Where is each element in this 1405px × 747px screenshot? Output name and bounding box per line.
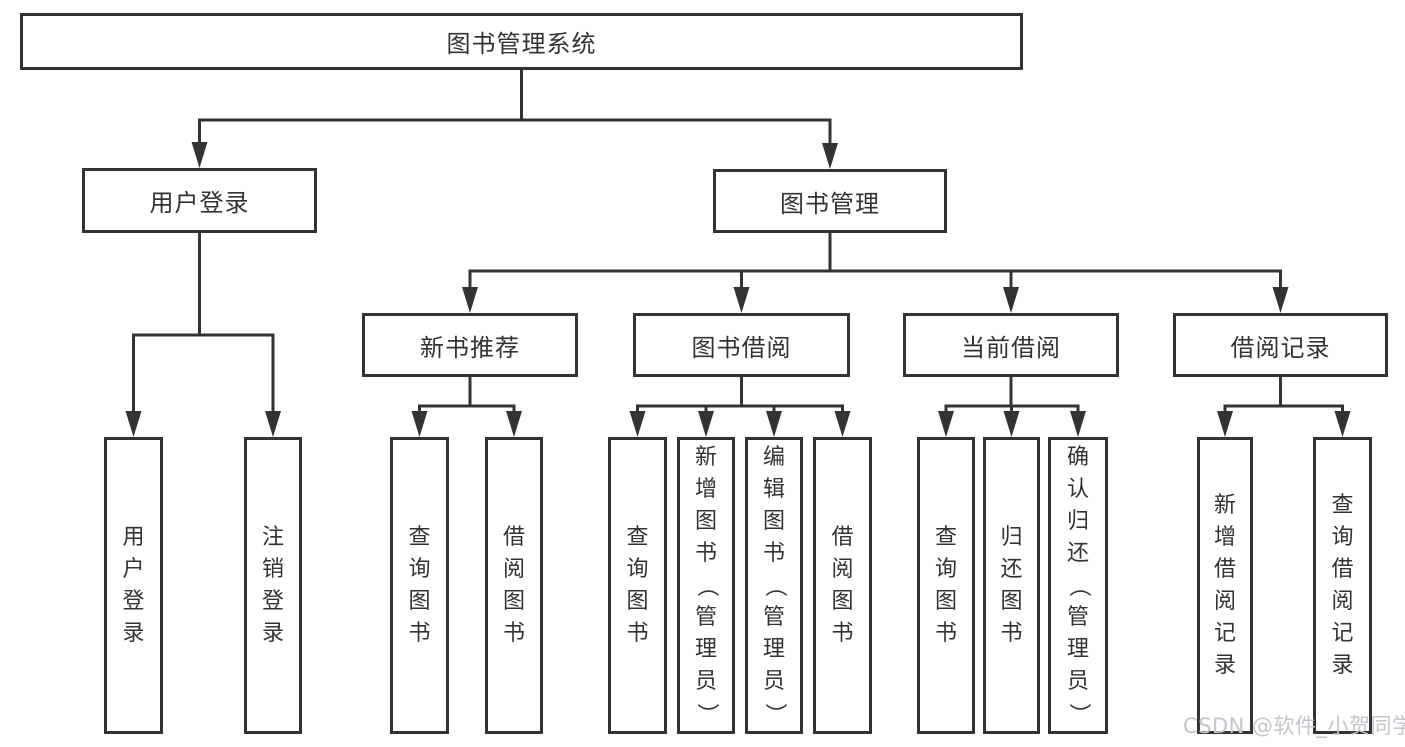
node-label: 查询图书 — [626, 524, 649, 646]
node-confirm-return-admin: 确认归还（管理员） — [1048, 437, 1108, 734]
node-logout-leaf: 注销登录 — [244, 437, 302, 734]
node-borrow-books-2: 借阅图书 — [813, 437, 872, 734]
arrowhead-icon — [125, 411, 142, 437]
node-add-books-admin: 新增图书（管理员） — [677, 437, 735, 734]
arrowhead-icon — [733, 287, 750, 313]
node-user-login-leaf: 用户登录 — [104, 437, 163, 734]
arrowhead-icon — [766, 411, 782, 437]
node-query-books-3: 查询图书 — [917, 437, 975, 734]
node-current-borrowing: 当前借阅 — [903, 313, 1119, 377]
watermark: CSDN @软件_小贺同学 — [1183, 714, 1405, 738]
arrowhead-icon — [1003, 411, 1020, 437]
node-borrow-books-1: 借阅图书 — [485, 437, 543, 734]
node-label: 新增借阅记录 — [1213, 492, 1236, 678]
node-query-books-1: 查询图书 — [390, 437, 449, 734]
node-query-borrow-record: 查询借阅记录 — [1313, 437, 1372, 734]
arrowhead-icon — [698, 411, 714, 437]
arrowhead-icon — [506, 411, 522, 437]
node-library-management-system: 图书管理系统 — [20, 13, 1023, 70]
node-label: 新书推荐 — [420, 333, 520, 362]
arrowhead-icon — [1272, 287, 1289, 313]
arrowhead-icon — [191, 142, 208, 168]
arrowhead-icon — [1070, 411, 1086, 437]
node-borrowing-records: 借阅记录 — [1173, 313, 1388, 377]
arrowhead-icon — [1334, 411, 1351, 437]
node-label: 编辑图书（管理员） — [761, 444, 787, 725]
node-label: 用户登录 — [122, 524, 145, 646]
node-label: 确认归还（管理员） — [1065, 444, 1091, 725]
arrowhead-icon — [938, 411, 954, 437]
arrowhead-icon — [462, 287, 478, 313]
node-label: 图书管理系统 — [446, 30, 597, 58]
arrowhead-icon — [1003, 287, 1019, 313]
node-label: 图书借阅 — [691, 333, 792, 362]
node-label: 借阅图书 — [831, 524, 854, 646]
node-label: 当前借阅 — [961, 333, 1061, 362]
node-label: 查询图书 — [408, 524, 431, 646]
node-book-management: 图书管理 — [713, 169, 947, 233]
arrowhead-icon — [265, 411, 281, 437]
arrowhead-icon — [629, 411, 646, 437]
arrowhead-icon — [411, 411, 428, 437]
node-label: 用户登录 — [149, 189, 250, 217]
node-new-book-recommend: 新书推荐 — [362, 313, 578, 377]
node-label: 借阅图书 — [502, 524, 525, 646]
node-label: 注销登录 — [261, 524, 284, 646]
arrowhead-icon — [822, 143, 838, 169]
node-label: 查询借阅记录 — [1331, 492, 1354, 678]
node-book-borrowing: 图书借阅 — [633, 313, 850, 377]
arrowhead-icon — [834, 411, 851, 437]
node-label: 借阅记录 — [1230, 333, 1331, 362]
arrowhead-icon — [1217, 411, 1233, 437]
node-user-login: 用户登录 — [82, 168, 317, 233]
node-label: 图书管理 — [780, 189, 880, 218]
node-query-books-2: 查询图书 — [608, 437, 667, 734]
node-return-books: 归还图书 — [983, 437, 1040, 734]
node-edit-books-admin: 编辑图书（管理员） — [745, 437, 803, 734]
node-add-borrow-record: 新增借阅记录 — [1197, 437, 1253, 734]
node-label: 归还图书 — [1000, 524, 1023, 646]
node-label: 新增图书（管理员） — [693, 444, 719, 725]
node-label: 查询图书 — [934, 524, 957, 646]
